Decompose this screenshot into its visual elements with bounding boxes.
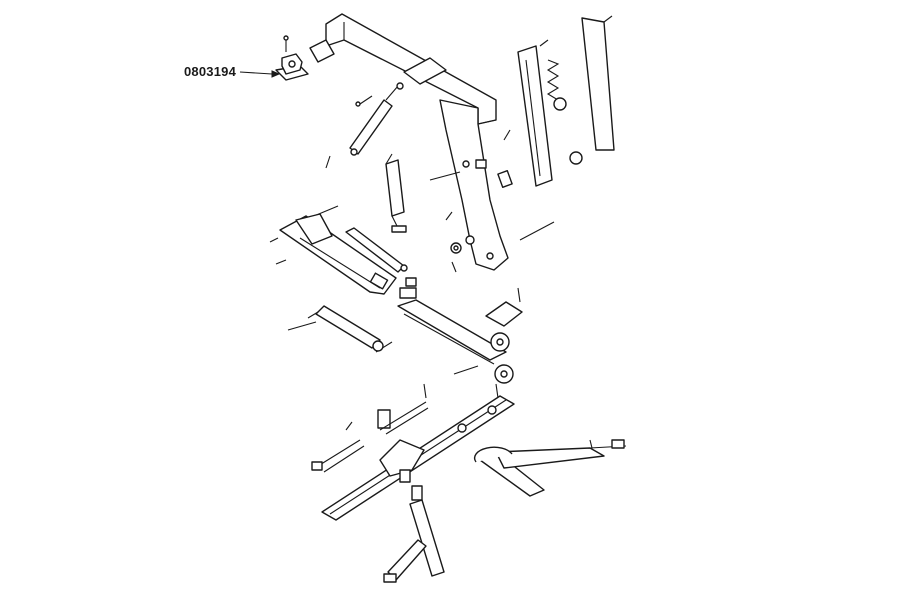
- bolts: [269, 129, 511, 273]
- hydraulic-cylinder: [349, 82, 404, 156]
- mounting-bracket: [275, 35, 309, 81]
- lower-crossbar: [321, 395, 515, 521]
- side-column: [517, 15, 615, 187]
- lower-left-arm: [383, 485, 445, 583]
- draft-arm: [397, 277, 523, 399]
- pins: [287, 171, 555, 399]
- vertical-strut: [385, 153, 407, 233]
- main-frame: [309, 13, 513, 271]
- horizontal-cylinder: [307, 305, 384, 352]
- right-arm: [473, 439, 627, 497]
- part-number-label: 0803194: [184, 64, 237, 79]
- leader-line: [239, 70, 281, 78]
- lift-arm: [279, 213, 408, 295]
- link-rods: [311, 401, 429, 473]
